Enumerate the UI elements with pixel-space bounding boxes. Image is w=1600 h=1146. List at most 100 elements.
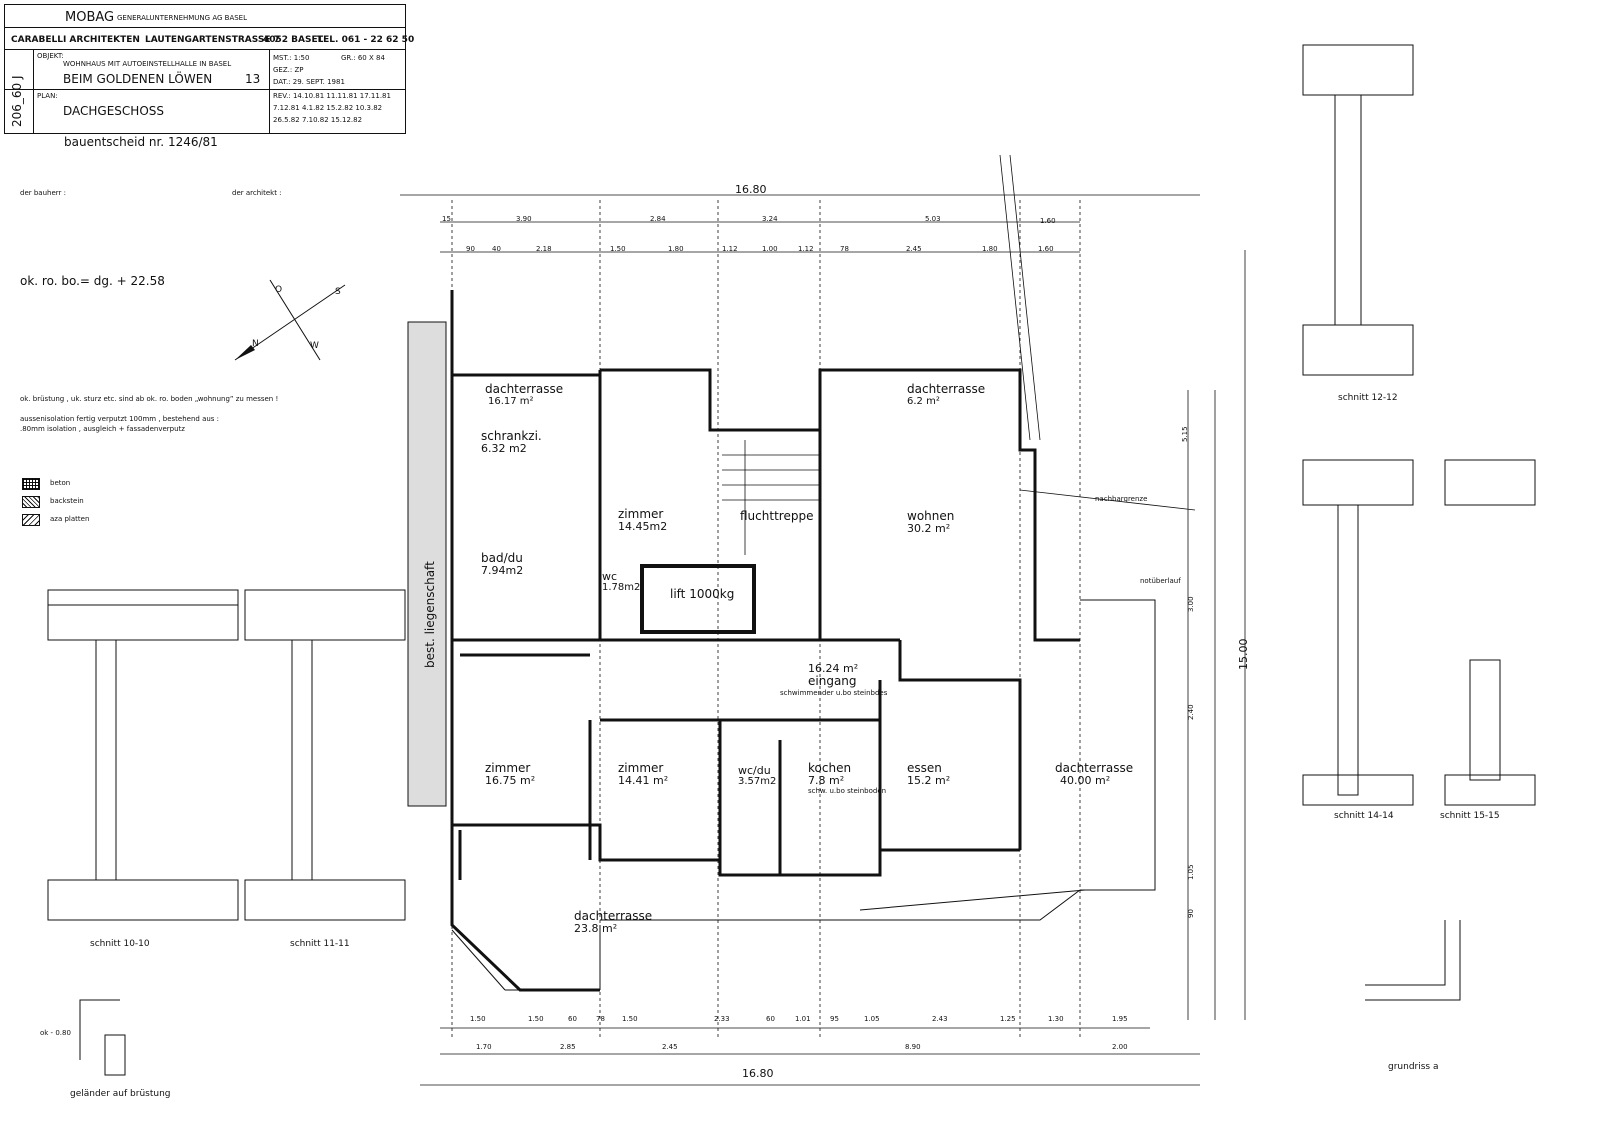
architect: CARABELLI ARCHITEKTEN (11, 35, 140, 45)
dim-bot1-10: 2.43 (932, 1015, 948, 1023)
room-name-fluchttreppe: fluchttreppe (740, 509, 814, 523)
dim-top2-7: 1.12 (798, 245, 814, 253)
compass-n: N (252, 339, 259, 349)
dim-bot1-12: 1.30 (1048, 1015, 1064, 1023)
room-area-dachterrasse-3: 40.00 m² (1060, 774, 1111, 787)
dim-bot1-2: 60 (568, 1015, 577, 1023)
dim-top2-3: 1.50 (610, 245, 626, 253)
compass-w: W (310, 341, 319, 351)
dim-top1-1: 3.90 (516, 215, 532, 223)
room-area-dachterrasse-2: 6.2 m² (907, 396, 940, 407)
room-area-zimmer-1: 14.45m2 (618, 520, 668, 533)
plan-name: DACHGESCHOSS (63, 104, 165, 118)
objekt-label: OBJEKT: (37, 52, 64, 60)
dim-top1-0: 15 (442, 215, 451, 223)
objekt-line1: WOHNHAUS MIT AUTOEINSTELLHALLE IN BASEL (63, 60, 232, 68)
gr: GR.: 60 X 84 (341, 54, 385, 62)
title-block: MOBAG GENERALUNTERNEHMUNG AG BASEL CARAB… (4, 4, 414, 134)
plan-label: PLAN: (37, 92, 58, 100)
section-label-15: schnitt 15-15 (1440, 811, 1500, 821)
dim-bot1-1: 1.50 (528, 1015, 544, 1023)
compass-s: S (335, 287, 341, 297)
dat: DAT.: 29. SEPT. 1981 (273, 78, 345, 86)
room-area-zimmer-2: 16.75 m² (485, 774, 536, 787)
room-area-wcdu: 3.57m2 (738, 776, 777, 787)
room-name-zimmer-1: zimmer (618, 507, 664, 521)
legend-swatch-beton (22, 478, 40, 490)
section-label-10: schnitt 10-10 (90, 939, 150, 949)
dim-top2-5: 1.12 (722, 245, 738, 253)
room-area-zimmer-3: 14.41 m² (618, 774, 669, 787)
dim-top2-10: 1.80 (982, 245, 998, 253)
room-name-schrankzi: schrankzi. (481, 429, 542, 443)
room-name-wc: wc (602, 570, 618, 583)
room-area-essen: 15.2 m² (907, 774, 951, 787)
okrobo-note: ok. ro. bo.= dg. + 22.58 (20, 274, 165, 288)
dim-top2-6: 1.00 (762, 245, 778, 253)
dim-bot2-2: 2.45 (662, 1043, 678, 1051)
architekt-label: der architekt : (232, 189, 282, 197)
room-area-bad: 7.94m2 (481, 564, 524, 577)
firm-sub: GENERALUNTERNEHMUNG AG BASEL (117, 14, 247, 22)
compass-rose (234, 279, 346, 361)
dim-top1-3: 3.24 (762, 215, 778, 223)
dim-bot2-4: 2.00 (1112, 1043, 1128, 1051)
objekt-line2: BEIM GOLDENEN LÖWEN (63, 72, 213, 86)
legend-swatch-backstein (22, 496, 40, 508)
dim-bot1-11: 1.25 (1000, 1015, 1016, 1023)
tel: TEL. 061 - 22 62 50 (317, 35, 415, 45)
rev: REV.: 14.10.81 11.11.81 17.11.81 (273, 92, 391, 100)
section-label-14: schnitt 14-14 (1334, 811, 1394, 821)
legend-label-aza: aza platten (50, 515, 90, 523)
room-name-dachterrasse-3: dachterrasse (1055, 761, 1134, 775)
kochen-floor-note: schw. u.bo steinboden (808, 787, 887, 795)
ok-label: ok - 0.80 (40, 1029, 71, 1037)
dim-top2-1: 40 (492, 245, 501, 253)
dim-bot1-6: 60 (766, 1015, 775, 1023)
dim-bot1-9: 1.05 (864, 1015, 880, 1023)
room-name-eingang: eingang (808, 674, 857, 688)
insulation-note-1: aussenisolation fertig verputzt 100mm , … (20, 415, 220, 423)
dim-bot1-3: 78 (596, 1015, 605, 1023)
compass-o: O (275, 285, 283, 295)
room-name-wcdu: wc/du (738, 764, 771, 777)
room-area-kochen: 7.8 m² (808, 774, 845, 787)
room-name-bad: bad/du (481, 551, 523, 565)
dim-top2-9: 2.45 (906, 245, 922, 253)
room-name-wohnen: wohnen (907, 509, 955, 523)
room-area-dachterrasse-1: 16.17 m² (488, 396, 534, 407)
dim-bot1-5: 2.33 (714, 1015, 730, 1023)
dim-bot1-13: 1.95 (1112, 1015, 1128, 1023)
room-name-zimmer-2: zimmer (485, 761, 531, 775)
room-area-dachterrasse-4: 23.8 m² (574, 922, 618, 935)
dim-top1-2: 2.84 (650, 215, 666, 223)
dim-bot2-3: 8.90 (905, 1043, 921, 1051)
room-name-kochen: kochen (808, 761, 852, 775)
eingang-floor-note: schwimmender u.bo steinbdes (780, 689, 888, 697)
legend-label-beton: beton (50, 479, 71, 487)
legend-swatch-aza (22, 514, 40, 526)
dim-top2-4: 1.80 (668, 245, 684, 253)
firm-name: MOBAG (65, 10, 115, 25)
dim-bot1-7: 1.01 (795, 1015, 811, 1023)
nachbargrenze-note: nachbargrenze (1095, 495, 1148, 503)
grundriss-label: grundriss a (1388, 1062, 1439, 1072)
gez: GEZ.: ZP (273, 66, 304, 74)
room-name-dachterrasse-2: dachterrasse (907, 382, 986, 396)
railing-label: geländer auf brüstung (70, 1089, 171, 1099)
dim-overall-top: 16.80 (735, 183, 767, 196)
room-name-zimmer-3: zimmer (618, 761, 664, 775)
notueberlauf-note: notüberlauf (1140, 577, 1181, 585)
rev2: 7.12.81 4.1.82 15.2.82 10.3.82 (273, 104, 383, 112)
dim-top1-5: 1.60 (1040, 217, 1056, 225)
insulation-note-2: .80mm isolation , ausgleich + fassadenve… (20, 425, 185, 433)
room-name-dachterrasse-1: dachterrasse (485, 382, 564, 396)
dim-overall-bottom: 16.80 (742, 1067, 774, 1080)
dim-top2-11: 1.60 (1038, 245, 1054, 253)
room-area-wohnen: 30.2 m² (907, 522, 951, 535)
mst: MST.: 1:50 (273, 54, 310, 62)
rev3: 26.5.82 7.10.82 15.12.82 (273, 116, 363, 124)
